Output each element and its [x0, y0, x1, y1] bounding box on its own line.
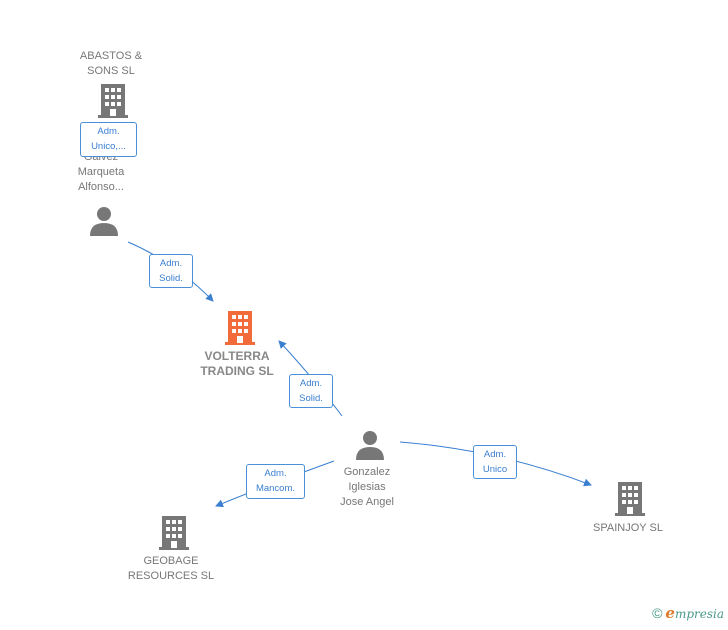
copyright-symbol: © — [652, 605, 663, 621]
brand-logo[interactable]: empresia — [665, 604, 724, 622]
person-icon[interactable] — [355, 430, 385, 460]
brand-initial: e — [665, 604, 675, 622]
building-icon[interactable] — [98, 84, 128, 118]
node-abastos-label: ABASTOS & SONS SL — [79, 50, 143, 77]
building-icon[interactable] — [615, 482, 645, 516]
footer-brand: © empresia — [652, 604, 724, 622]
building-icon-highlighted[interactable] — [225, 311, 255, 345]
node-volterra-label: VOLTERRA TRADING SL — [200, 349, 274, 378]
node-galvez-label: Galvez Marqueta Alfonso... — [77, 151, 125, 193]
node-spainjoy-label: SPAINJOY SL — [593, 522, 663, 534]
edge-label-gonzalez-spainjoy[interactable]: Adm. Unico — [473, 445, 517, 479]
brand-rest: mpresia — [674, 607, 724, 621]
edge-label-gonzalez-volterra[interactable]: Adm. Solid. — [289, 374, 333, 408]
node-gonzalez-label: Gonzalez Iglesias Jose Angel — [340, 466, 394, 508]
edge-label-galvez-volterra[interactable]: Adm. Solid. — [149, 254, 193, 288]
node-geobage-label: GEOBAGE RESOURCES SL — [127, 555, 215, 582]
person-icon[interactable] — [89, 206, 119, 236]
edge-label-gonzalez-geobage[interactable]: Adm. Mancom. — [246, 464, 305, 499]
edge-label-galvez-abastos[interactable]: Adm. Unico,... — [80, 122, 137, 157]
building-icon[interactable] — [159, 516, 189, 550]
